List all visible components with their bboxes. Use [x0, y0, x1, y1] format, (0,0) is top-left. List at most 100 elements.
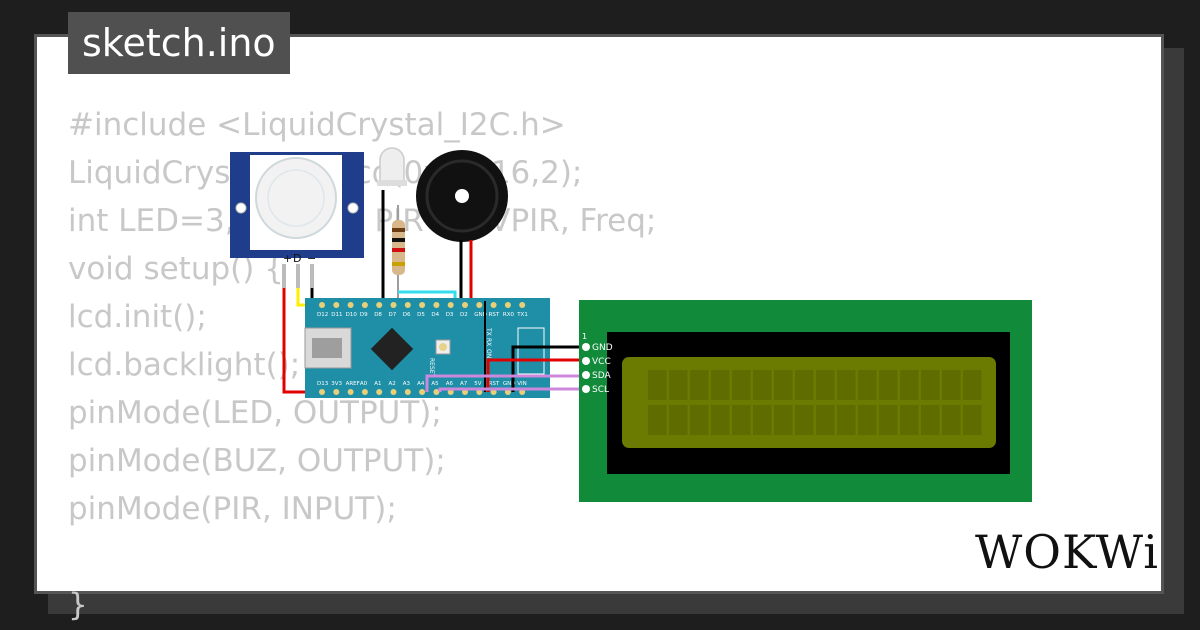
lcd-pin-pad[interactable]: [582, 357, 590, 365]
lcd-char-cell: [669, 405, 688, 435]
pir-pin: [282, 264, 286, 288]
nano-pin-label-bottom: D13: [317, 381, 329, 387]
buzzer-ring: [425, 159, 499, 233]
nano-side-label: TX: [485, 327, 492, 336]
pir-pin-label: +: [283, 252, 292, 265]
nano-side-label: ON: [485, 349, 492, 358]
nano-pin-top[interactable]: [462, 302, 468, 308]
lcd-char-cell: [837, 370, 856, 400]
nano-pin-top[interactable]: [319, 302, 325, 308]
buzzer[interactable]: [416, 150, 508, 303]
nano-pin-label-bottom: A1: [374, 381, 381, 387]
nano-side-label: RX: [485, 338, 492, 346]
nano-pin-top[interactable]: [404, 302, 411, 308]
nano-pin-label-bottom: A7: [460, 381, 468, 387]
lcd-pin-label: SDA: [592, 371, 611, 381]
code-line: void setup() {: [68, 251, 284, 287]
lcd-pin-pad[interactable]: [582, 371, 590, 379]
nano-pin-top[interactable]: [476, 302, 483, 308]
lcd-char-cell: [921, 370, 940, 400]
lcd-pin-pad[interactable]: [582, 385, 590, 393]
lcd-char-cell: [711, 370, 730, 400]
nano-pin-top[interactable]: [504, 302, 511, 308]
pir-mount-hole: [347, 202, 359, 214]
pir-sensor[interactable]: + D −: [230, 152, 364, 288]
pir-dome-ring: [267, 169, 325, 227]
nano-pin-top[interactable]: [490, 302, 497, 308]
nano-pin-top[interactable]: [390, 302, 397, 308]
pir-mount-hole: [235, 202, 247, 214]
nano-pin-label-bottom: 5V: [474, 381, 481, 387]
lcd-char-cell: [942, 405, 961, 435]
led-body: [379, 147, 405, 183]
filename-tab[interactable]: sketch.ino: [68, 12, 290, 74]
nano-pin-bottom[interactable]: [361, 389, 368, 395]
nano-pin-label-bottom: A2: [389, 381, 396, 387]
nano-pin-top[interactable]: [519, 302, 526, 308]
nano-pin-top[interactable]: [361, 302, 368, 308]
lcd-char-cell: [963, 370, 982, 400]
led-rim: [377, 180, 407, 186]
nano-pin-top[interactable]: [433, 302, 440, 308]
code-line: pinMode(PIR, INPUT);: [68, 491, 397, 527]
lcd-char-cell: [900, 405, 919, 435]
nano-pin-bottom[interactable]: [347, 389, 354, 395]
mcu-chip: [370, 327, 414, 371]
lcd-char-cell: [774, 370, 793, 400]
resistor-band: [392, 228, 405, 232]
nano-pin-label-top: D9: [360, 312, 368, 318]
lcd-char-cell: [753, 405, 772, 435]
nano-pin-label-top: RST: [489, 312, 500, 318]
nano-pin-bottom[interactable]: [404, 389, 411, 395]
nano-pin-label-top: RX0: [503, 312, 515, 318]
nano-pin-label-bottom: A0: [360, 381, 368, 387]
nano-pin-label-top: TX1: [516, 312, 528, 318]
lcd-pin-pad[interactable]: [582, 343, 590, 351]
nano-pin-bottom[interactable]: [319, 389, 325, 395]
lcd-char-cell: [816, 405, 835, 435]
led[interactable]: [377, 147, 407, 186]
nano-pin-label-top: D3: [446, 312, 454, 318]
nano-pin-label-top: GND: [474, 312, 487, 318]
lcd-char-cell: [774, 405, 793, 435]
nano-pin-label-bottom: RST: [489, 381, 500, 387]
nano-pin-top[interactable]: [447, 302, 454, 308]
nano-pin-bottom[interactable]: [433, 389, 440, 395]
nano-pin-bottom[interactable]: [390, 389, 397, 395]
resistor-band: [392, 248, 405, 252]
nano-pin-label-bottom: A4: [417, 381, 425, 387]
code-line: lcd.init();: [68, 299, 207, 335]
reset-button-cap: [439, 343, 447, 351]
nano-pin-top[interactable]: [419, 302, 426, 308]
nano-pin-label-top: D12: [317, 312, 328, 318]
nano-pin-top[interactable]: [333, 302, 340, 308]
lcd-char-cell: [732, 370, 751, 400]
lcd-char-cell: [795, 405, 814, 435]
wire-lcd-vcc: [486, 358, 585, 392]
lcd-char-cell: [669, 370, 688, 400]
nano-pin-top[interactable]: [376, 302, 383, 308]
lcd-pin-number: 1: [582, 332, 587, 341]
resistor-body: [392, 220, 405, 275]
nano-pin-label-bottom: A3: [403, 381, 411, 387]
code-line: #include <LiquidCrystal_I2C.h>: [68, 107, 566, 143]
nano-pin-top[interactable]: [347, 302, 354, 308]
lcd-char-cell: [690, 370, 709, 400]
nano-pin-label-top: D4: [431, 312, 439, 318]
nano-pin-bottom[interactable]: [419, 389, 426, 395]
nano-pin-label-bottom: AREF: [346, 381, 360, 387]
lcd-display[interactable]: 1 GND VCC SDA SCL: [579, 300, 1032, 502]
lcd-char-cell: [795, 370, 814, 400]
lcd-char-cell: [837, 405, 856, 435]
lcd-char-cell: [900, 370, 919, 400]
nano-pin-label-top: D11: [331, 312, 342, 318]
icsp-header: [517, 327, 545, 375]
lcd-char-cell: [711, 405, 730, 435]
resistor[interactable]: [392, 205, 405, 300]
nano-pin-bottom[interactable]: [333, 389, 340, 395]
nano-pin-label-bottom: A6: [446, 381, 454, 387]
pir-pin: [310, 264, 314, 288]
nano-pin-label-bottom: 3V3: [331, 381, 342, 387]
nano-pin-bottom[interactable]: [376, 389, 383, 395]
